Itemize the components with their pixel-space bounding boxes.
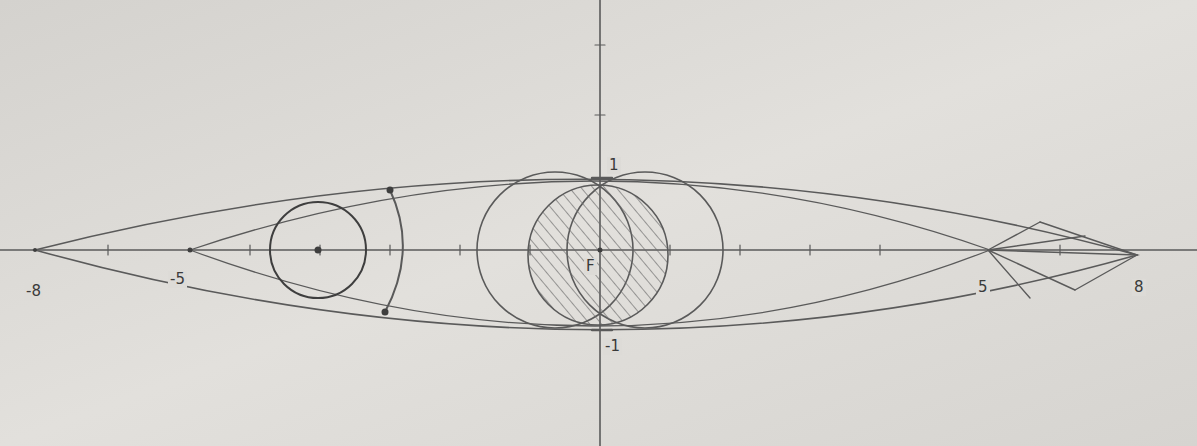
axis-label: 8 [1132, 279, 1146, 296]
axis-label: -8 [24, 283, 43, 300]
arc-end-dot [382, 309, 389, 316]
vertex-dot [33, 248, 37, 252]
axis-ticks [108, 45, 1060, 330]
inner-lens [190, 181, 990, 326]
hatched-circle [528, 185, 668, 325]
small-circle [270, 202, 366, 298]
axis-label: 1 [607, 157, 621, 174]
fan-lines [988, 222, 1137, 298]
center-dot [315, 247, 322, 254]
axis-label: -5 [168, 271, 187, 288]
vertex-dot [188, 248, 193, 253]
axis-label: F [584, 258, 597, 275]
axis-label: -1 [603, 338, 622, 355]
axis-label: 5 [976, 279, 990, 296]
origin-dot [598, 248, 603, 253]
arc-end-dot [387, 187, 394, 194]
arc [385, 190, 403, 312]
outer-lens [35, 179, 1137, 330]
